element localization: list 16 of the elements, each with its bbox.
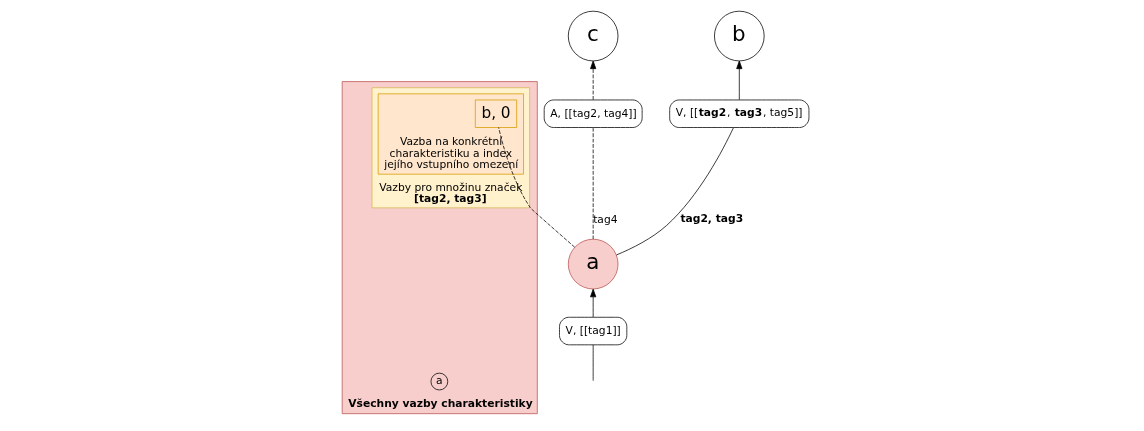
connector — [615, 127, 734, 256]
connector — [497, 127, 575, 248]
arrow — [735, 60, 742, 101]
node-circle: c — [567, 10, 618, 62]
node-box: V, [[tag2, tag3, tag5]] — [668, 99, 809, 128]
node-circle: b — [713, 10, 765, 62]
node-box: b, 0 — [474, 99, 517, 128]
node-circle: a — [430, 372, 448, 391]
arrow — [589, 60, 596, 101]
arrow — [589, 288, 596, 318]
edge-label: tag4 — [592, 212, 618, 226]
node-box: V, [[tag1]] — [558, 316, 627, 346]
node-box: A, [[tag2, tag4]] — [543, 99, 642, 128]
node-circle: a — [567, 238, 618, 290]
connector — [592, 127, 594, 240]
edge-label: tag2, tag3 — [679, 211, 743, 225]
